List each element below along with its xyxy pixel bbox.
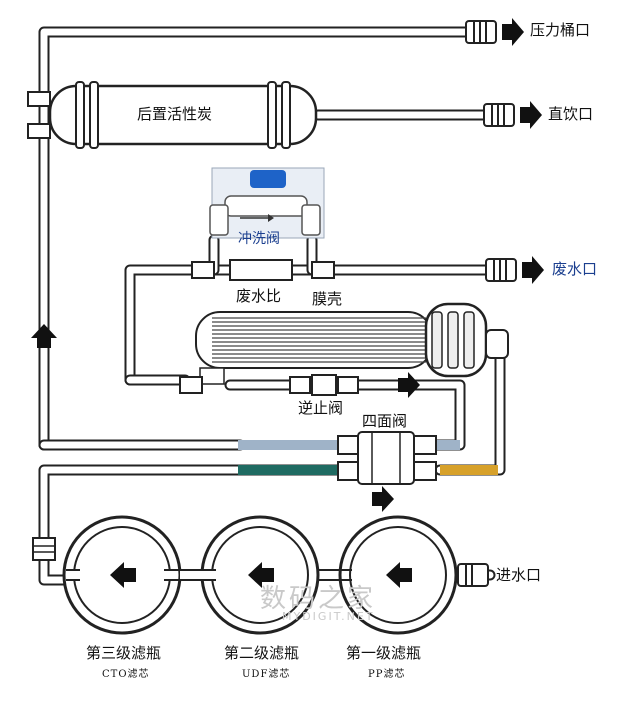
label-waste-water-outlet: 废水口 (552, 260, 598, 278)
label-filter-stage-2: 第二级滤瓶 (224, 644, 300, 662)
arrow-up-icon (31, 324, 57, 348)
filter-housing-stage-2 (178, 515, 320, 635)
arrow-right-icon (522, 256, 544, 284)
label-check-valve: 逆止阀 (298, 399, 344, 417)
label-post-carbon: 后置活性炭 (137, 105, 213, 123)
label-filter-stage-1: 第一级滤瓶 (346, 644, 422, 662)
pipe-blue-segment-right (418, 440, 460, 450)
check-valve (179, 374, 359, 396)
flow-arrows (31, 18, 544, 512)
fitting-direct-drink (483, 103, 515, 127)
pipe-green-segment (238, 465, 338, 475)
label-flush-valve: 冲洗阀 (238, 231, 280, 247)
label-filter-type-udf: UDF滤芯 (242, 669, 291, 680)
arrow-right-icon (372, 486, 394, 512)
pipe-amber-segment (440, 465, 498, 475)
valve-handle-icon (250, 170, 286, 188)
flush-valve (209, 167, 325, 239)
pipe-blue-segment (238, 440, 338, 450)
arrow-right-icon (520, 101, 542, 129)
label-waste-ratio: 废水比 (236, 287, 282, 305)
fitting-inlet (457, 563, 489, 587)
arrow-right-icon (398, 372, 420, 398)
four-way-valve (337, 431, 437, 485)
watermark-text: 数码之家 (260, 584, 377, 614)
filter-housing-stage-3 (62, 515, 182, 635)
label-direct-drink-outlet: 直饮口 (548, 105, 594, 123)
fitting-pressure-tank (465, 20, 497, 44)
fitting-waste (485, 258, 517, 282)
label-water-inlet: 进水口 (496, 566, 542, 584)
arrow-right-icon (502, 18, 524, 46)
post-carbon-filter (27, 81, 318, 149)
filter-housings (62, 515, 458, 635)
outlet-fittings (32, 20, 517, 587)
label-filter-type-cto: CTO滤芯 (102, 669, 150, 680)
label-four-way-valve: 四面阀 (362, 412, 408, 430)
label-filter-stage-3: 第三级滤瓶 (86, 644, 162, 662)
arrow-left-icon (386, 562, 412, 588)
arrow-left-icon (248, 562, 274, 588)
label-pressure-tank-outlet: 压力桶口 (530, 21, 591, 39)
waste-ratio-restrictor (191, 259, 335, 281)
filter-housing-stage-1 (318, 515, 458, 635)
membrane-housing (195, 302, 509, 385)
watermark-subtext: MYDIGIT.NET (282, 610, 375, 623)
label-membrane-shell: 膜壳 (312, 290, 343, 308)
label-filter-type-pp: PP滤芯 (368, 669, 406, 680)
arrow-left-icon (110, 562, 136, 588)
